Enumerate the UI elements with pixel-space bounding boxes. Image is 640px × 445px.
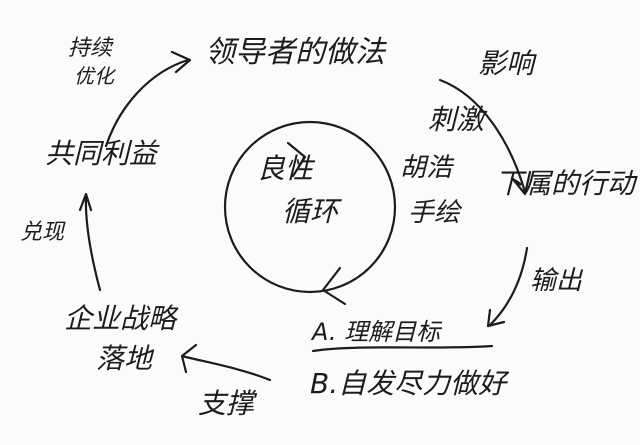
arrow-support	[180, 343, 272, 382]
label-option-a: A. 理解目标	[312, 318, 441, 346]
arrow-optimize	[104, 50, 192, 148]
label-common-interest: 共同利益	[45, 137, 158, 170]
label-stimulate: 刺激	[428, 103, 485, 136]
label-author: 胡浩	[400, 153, 453, 183]
label-fulfill: 兑现	[20, 220, 65, 245]
label-hand-drawn: 手绘	[408, 198, 461, 228]
label-support: 支撑	[198, 387, 255, 420]
arrow-output	[486, 246, 529, 328]
label-virtuous: 良性	[257, 152, 314, 185]
label-strategy: 企业战略	[64, 302, 177, 335]
arrow-fulfill	[78, 192, 102, 292]
label-output: 输出	[530, 266, 583, 296]
label-optimize: 优化	[74, 64, 114, 88]
label-option-b: B.自发尽力做好	[310, 367, 507, 400]
cycle-circle	[223, 120, 397, 294]
arrow-influence	[438, 78, 532, 196]
label-cycle: 循环	[282, 195, 339, 228]
underline-a	[311, 344, 494, 353]
label-influence: 影响	[478, 47, 535, 80]
cycle-arrowhead-top	[286, 141, 307, 178]
label-leader-practice: 领导者的做法	[205, 35, 385, 70]
label-continuous: 持续	[68, 36, 113, 61]
label-subordinate-action: 下属的行动	[495, 167, 636, 200]
label-landing: 落地	[96, 342, 153, 375]
cycle-arrowhead-bottom	[321, 266, 347, 306]
